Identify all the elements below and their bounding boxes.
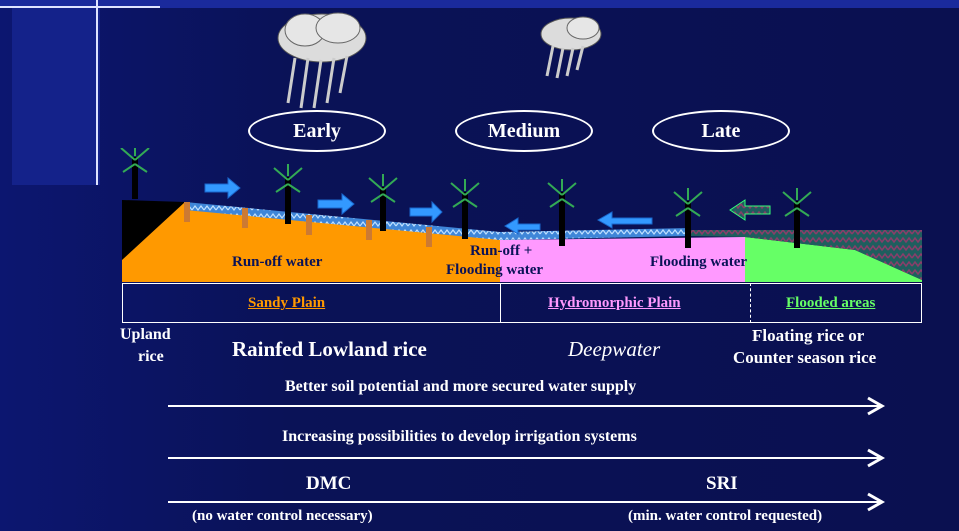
season-late-label: Late [701,119,741,142]
hydromorphic-plain-label: Hydromorphic Plain [548,295,681,311]
upland-rice-label-1: Upland [120,326,171,343]
decor-panel [12,0,100,185]
rainfed-lowland-label: Rainfed Lowland rice [232,337,427,361]
flooding-water-label: Flooding water [650,254,748,270]
soil-trend-label: Better soil potential and more secured w… [285,378,637,395]
floating-rice-label-1: Floating rice or [752,326,865,345]
plains-divider-1 [500,283,501,323]
upland-rice-label-2: rice [138,348,164,365]
irrigation-trend-label: Increasing possibilities to develop irri… [282,428,637,445]
floating-rice-label-2: Counter season rice [733,348,877,367]
runoff-water-label: Run-off water [232,254,323,270]
rain-cloud-large-icon [277,12,367,109]
flooded-areas-label: Flooded areas [786,295,876,311]
rice-plants [120,148,812,248]
runoff-flood-label-2: Flooding water [446,262,544,278]
season-late: Late [652,110,790,152]
sandy-plain-label: Sandy Plain [248,295,326,311]
plains-divider-2 [750,283,751,323]
landscape-cross-section [122,200,922,282]
deepwater-label: Deepwater [568,337,661,361]
flow-arrows [204,176,771,235]
method-arrow [168,492,886,512]
decor-topbar [0,0,959,8]
irrigation-trend-arrow [168,448,886,468]
rain-cloud-small-icon [540,16,602,79]
season-early: Early [248,110,386,152]
sri-label: SRI [706,473,738,494]
plains-band [122,283,922,323]
dmc-note: (no water control necessary) [192,508,373,524]
runoff-flood-label-1: Run-off + [470,243,533,259]
season-medium-label: Medium [487,119,561,142]
decor-horizontal-line [0,6,160,8]
soil-trend-arrow [168,396,886,416]
decor-vertical-line [96,0,98,185]
sri-note: (min. water control requested) [628,508,823,524]
season-medium: Medium [455,110,593,152]
dmc-label: DMC [306,473,352,494]
season-early-label: Early [293,119,341,142]
